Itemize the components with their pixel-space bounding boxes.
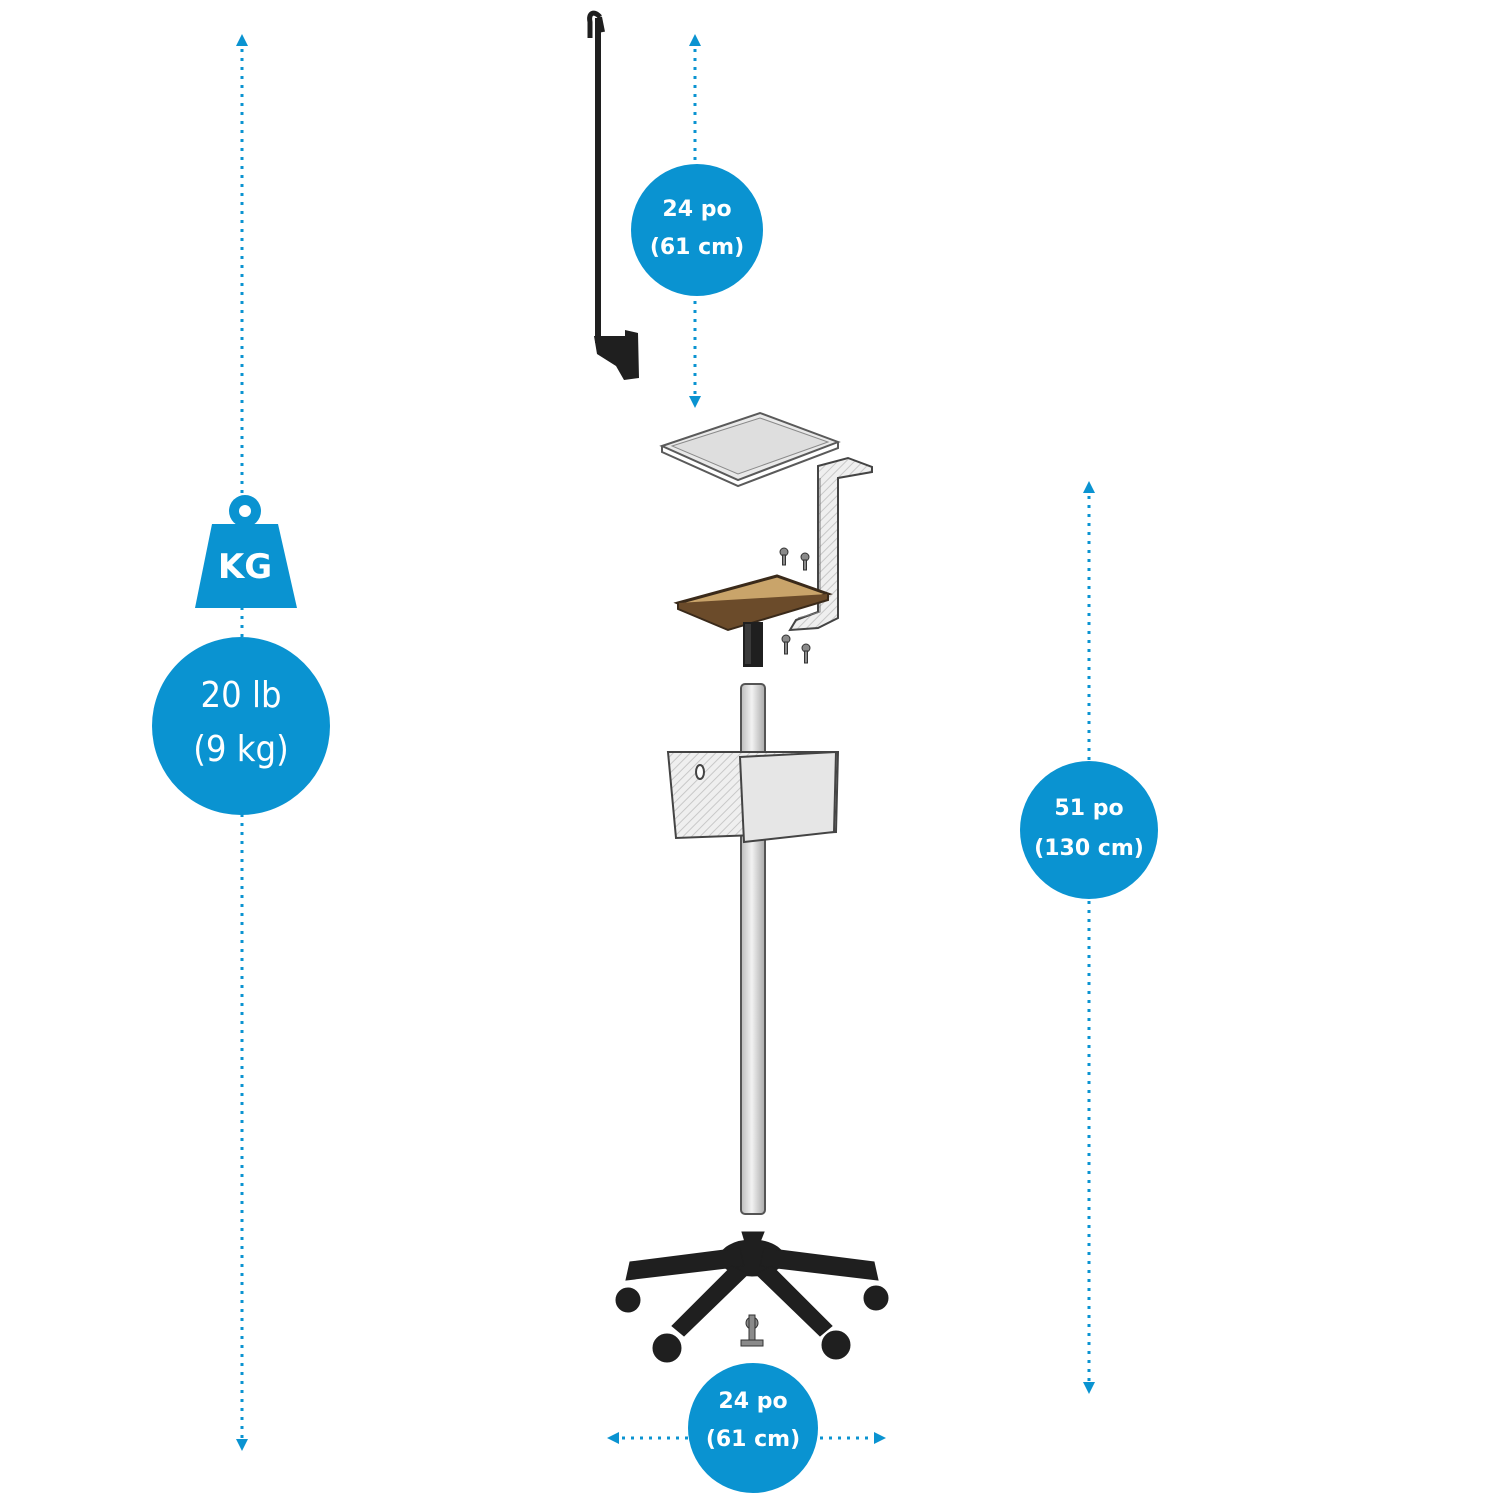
weight-value: 20 lb <box>200 675 282 716</box>
weight-badge <box>152 637 330 815</box>
basket <box>666 750 840 844</box>
weight-icon <box>195 495 297 608</box>
stand-height-badge <box>1020 761 1158 899</box>
stand-height-value-metric: (130 cm) <box>1034 836 1144 861</box>
base-width-value-metric: (61 cm) <box>705 1427 801 1452</box>
stand-height-value: 51 po <box>1054 796 1124 821</box>
top-height-badge <box>631 164 763 296</box>
weight-value-metric: (9 kg) <box>193 729 289 770</box>
screws <box>740 547 811 1347</box>
wheeled-base <box>615 1231 889 1363</box>
top-height-dimension-line <box>631 34 763 408</box>
top-height-value-metric: (61 cm) <box>649 235 745 260</box>
base-width-dimension-line <box>607 1363 886 1493</box>
mounting-plate <box>673 574 833 667</box>
stand-height-dimension-line <box>1020 481 1158 1394</box>
tray <box>659 411 841 488</box>
weight-icon-label: KG <box>217 547 273 587</box>
iv-hook <box>587 10 639 380</box>
top-height-value: 24 po <box>662 197 732 222</box>
base-width-badge <box>688 1363 818 1493</box>
mounting-bracket <box>788 456 873 632</box>
base-width-value: 24 po <box>718 1389 788 1414</box>
